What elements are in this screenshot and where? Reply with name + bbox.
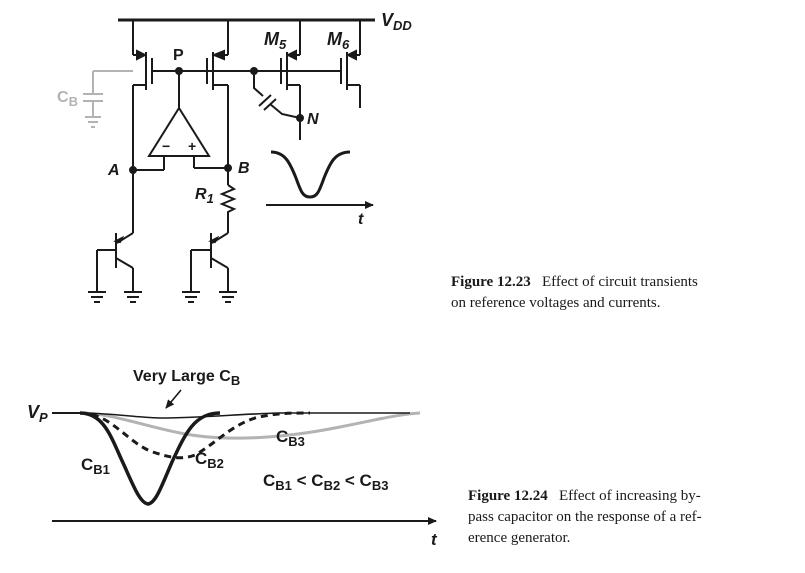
label-b: B xyxy=(238,160,250,177)
label-very-large-cb: Very Large CB xyxy=(133,368,240,388)
caption-12-24-number: Figure 12.24 xyxy=(468,488,548,504)
curve-very-large-cb xyxy=(79,412,410,419)
pmos-m1 xyxy=(132,20,153,170)
pmos-m2 xyxy=(206,20,229,185)
bjt-right xyxy=(190,228,229,292)
caption-12-24-line3: erence generator. xyxy=(468,530,571,546)
response-plot xyxy=(52,389,437,525)
curve-cb3 xyxy=(79,411,421,440)
transient-waveform xyxy=(266,150,374,209)
label-m5: M5 xyxy=(264,29,287,52)
label-vdd: VDD xyxy=(381,10,412,33)
label-m6: M6 xyxy=(327,29,350,52)
caption-figure-12-24: Figure 12.24 Effect of increasing by- pa… xyxy=(468,486,702,549)
pmos-m6 xyxy=(340,20,361,108)
node-n-dot xyxy=(296,114,304,122)
very-large-arrow xyxy=(165,389,182,409)
bjt-left xyxy=(96,170,134,292)
label-vp: VP xyxy=(27,402,48,425)
label-cb2: CB2 xyxy=(195,449,224,471)
parasitic-capacitor xyxy=(253,71,301,119)
dip-curve xyxy=(270,150,351,199)
curve-cb2 xyxy=(79,411,311,460)
label-cb: CB xyxy=(57,89,78,109)
label-a: A xyxy=(107,162,120,179)
label-cb1: CB1 xyxy=(81,455,110,477)
label-cb3: CB3 xyxy=(276,427,305,449)
bypass-capacitor-cb xyxy=(83,70,133,128)
circuit-schematic xyxy=(83,18,375,303)
caption-12-24-line2: pass capacitor on the response of a ref- xyxy=(468,509,702,525)
label-r1: R1 xyxy=(195,186,214,206)
caption-12-23-line2: on reference voltages and currents. xyxy=(451,295,661,311)
caption-12-23-number: Figure 12.23 xyxy=(451,274,531,290)
opamp xyxy=(133,71,228,171)
resistor-r1 xyxy=(219,184,237,228)
caption-figure-12-23: Figure 12.23 Effect of circuit transient… xyxy=(451,272,698,314)
label-p: P xyxy=(173,47,184,64)
ground-symbols xyxy=(88,291,237,303)
node-b-dot xyxy=(224,164,232,172)
curve-cb1 xyxy=(79,411,221,506)
label-inequality: CB1 < CB2 < CB3 xyxy=(263,471,388,493)
opamp-plus-sign: + xyxy=(188,138,196,154)
label-t-lower: t xyxy=(431,530,438,549)
caption-12-24-line1: Effect of increasing by- xyxy=(558,488,701,504)
caption-12-23-line1: Effect of circuit transients xyxy=(541,274,698,290)
label-t-upper: t xyxy=(358,211,364,228)
opamp-minus-sign: − xyxy=(162,138,170,154)
label-n: N xyxy=(307,111,319,128)
